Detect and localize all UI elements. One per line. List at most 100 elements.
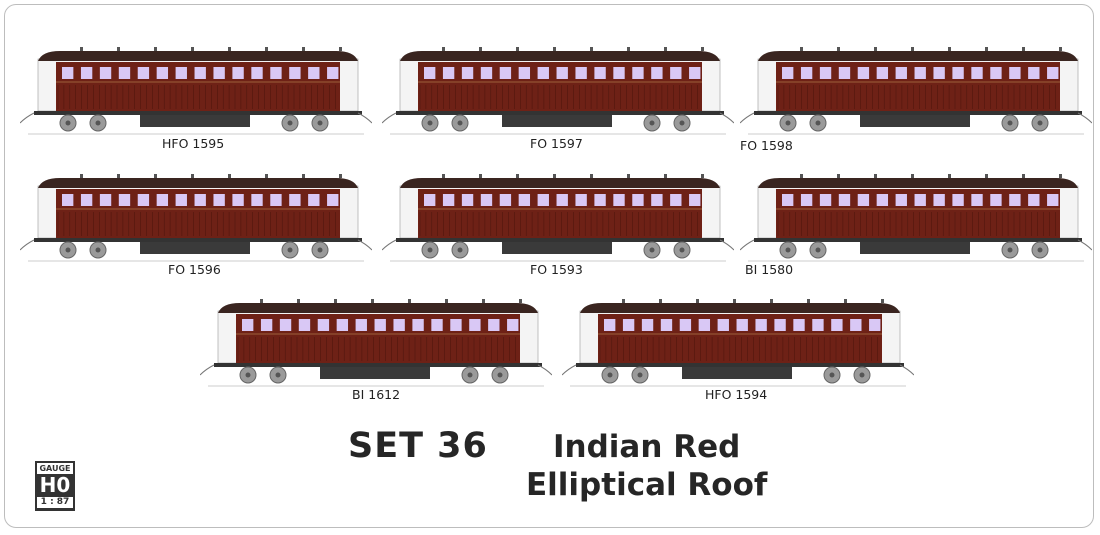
roof-vent (339, 47, 342, 51)
window (431, 319, 443, 331)
roof-title: Elliptical Roof (526, 467, 768, 503)
window (270, 67, 282, 79)
roof-vent (442, 47, 445, 51)
window (537, 194, 549, 206)
window (518, 194, 531, 206)
roof-vent (1022, 174, 1025, 178)
roof-vent (302, 174, 305, 178)
border-frame (4, 4, 1094, 528)
window (895, 194, 907, 206)
underframe (396, 238, 724, 242)
window (651, 194, 663, 206)
window (819, 194, 832, 206)
window (99, 194, 112, 206)
window (793, 319, 805, 331)
elliptical-roof (580, 303, 900, 313)
carriage-illustration (382, 172, 734, 264)
carriage-label: HFO 1594 (705, 387, 768, 402)
roof-vent (837, 47, 840, 51)
elliptical-roof (400, 51, 720, 61)
gauge-ratio: 1 : 87 (37, 497, 73, 508)
roof-vent (519, 299, 522, 303)
window (424, 194, 436, 206)
window (622, 319, 635, 331)
roof-vent (590, 47, 593, 51)
window (355, 319, 367, 331)
window (336, 319, 349, 331)
window (717, 319, 729, 331)
window (990, 67, 1002, 79)
carriage-illustration (382, 45, 734, 137)
roof-vent (881, 299, 884, 303)
window (156, 67, 169, 79)
window (1028, 67, 1040, 79)
window (118, 194, 131, 206)
window (260, 319, 273, 331)
roof-vent (117, 174, 120, 178)
roof-vent (701, 174, 704, 178)
roof-vent (339, 174, 342, 178)
underframe (754, 238, 1082, 242)
carriage-label: HFO 1595 (162, 136, 225, 151)
roof-vent (627, 47, 630, 51)
window (450, 319, 462, 331)
window (613, 194, 625, 206)
window (461, 67, 474, 79)
window (317, 319, 330, 331)
window (507, 319, 519, 331)
roof-vent (191, 174, 194, 178)
window (838, 194, 851, 206)
window (594, 67, 606, 79)
window (518, 67, 531, 79)
window (651, 67, 663, 79)
window (412, 319, 424, 331)
roof-vent (659, 299, 662, 303)
roof-vent (228, 174, 231, 178)
roof-vent (696, 299, 699, 303)
window (374, 319, 386, 331)
window (488, 319, 500, 331)
window (194, 67, 206, 79)
window (1028, 194, 1040, 206)
window (641, 319, 654, 331)
window (327, 194, 339, 206)
roof-vent (297, 299, 300, 303)
roof-vent (553, 174, 556, 178)
window (660, 319, 673, 331)
carriage-illustration (562, 297, 914, 389)
carriage-illustration (740, 45, 1092, 137)
window (679, 319, 692, 331)
underframe (34, 238, 362, 242)
window (933, 67, 945, 79)
window (604, 319, 616, 331)
battery-box (502, 115, 612, 127)
carriage-label: FO 1598 (740, 138, 793, 153)
battery-box (140, 242, 250, 254)
window (1009, 67, 1021, 79)
window (782, 194, 794, 206)
roof-vent (265, 174, 268, 178)
window (308, 194, 320, 206)
roof-vent (228, 47, 231, 51)
roof-vent (985, 47, 988, 51)
roof-vent (911, 47, 914, 51)
roof-vent (479, 47, 482, 51)
roof-vent (117, 47, 120, 51)
window (632, 194, 644, 206)
window (782, 67, 794, 79)
window (876, 194, 889, 206)
roof-vent (874, 174, 877, 178)
elliptical-roof (758, 51, 1078, 61)
underframe (214, 363, 542, 367)
underframe (576, 363, 904, 367)
carriage-label: BI 1580 (745, 262, 794, 277)
roof-vent (516, 174, 519, 178)
window (990, 194, 1002, 206)
window (556, 67, 568, 79)
carriage-label: FO 1596 (168, 262, 221, 277)
window (952, 67, 964, 79)
roof-vent (985, 174, 988, 178)
window (175, 194, 187, 206)
battery-box (320, 367, 430, 379)
